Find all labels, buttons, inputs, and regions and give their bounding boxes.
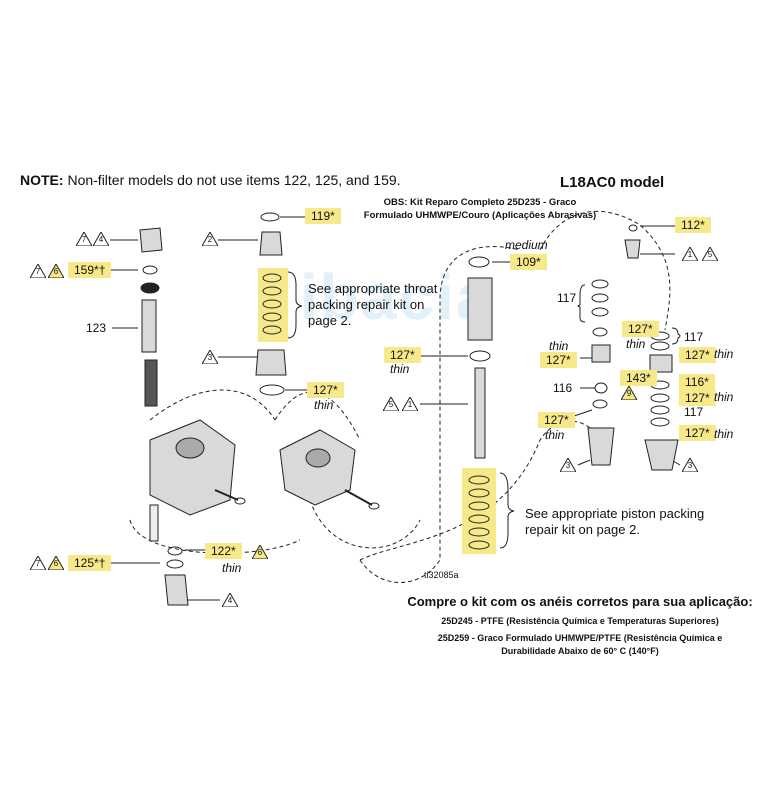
callout-127-c: 127* bbox=[622, 321, 659, 337]
piston-caption: See appropriate piston packing repair ki… bbox=[525, 506, 705, 537]
callout-116-b: 116* bbox=[679, 374, 715, 390]
obs-line2: Formulado UHMWPE/Couro (Aplicações Abras… bbox=[363, 210, 597, 221]
medium-label: medium bbox=[505, 238, 548, 252]
callout-117-a: 117 bbox=[557, 291, 577, 305]
ref-triangle: 3 bbox=[202, 350, 218, 364]
ref-triangle: 1 bbox=[682, 247, 698, 261]
ref-triangle: 6 bbox=[48, 556, 64, 570]
watermark: ibacia bbox=[300, 261, 494, 333]
callout-123: 123 bbox=[86, 321, 107, 335]
ref-triangle: 5 bbox=[702, 247, 718, 261]
ref-triangle: 2 bbox=[202, 232, 218, 246]
note: NOTE: Non-filter models do not use items… bbox=[20, 172, 401, 188]
ref-triangle: 1 bbox=[402, 397, 418, 411]
callout-119: 119* bbox=[305, 208, 341, 224]
ref-triangle: 3 bbox=[682, 458, 698, 472]
callout-125: 125*† bbox=[68, 555, 112, 571]
ref-triangle: 7 bbox=[30, 264, 46, 278]
obs-line1: OBS: Kit Reparo Completo 25D235 - Graco bbox=[383, 197, 577, 208]
callout-117-c: 117 bbox=[684, 405, 704, 419]
figure-id: ti32085a bbox=[424, 570, 459, 580]
callout-127-g: 127* bbox=[538, 412, 575, 428]
thin-label-6: thin bbox=[714, 390, 734, 404]
callout-127-d: 127* bbox=[679, 347, 716, 363]
ref-triangle: 7 bbox=[76, 232, 92, 246]
callout-117-b: 117 bbox=[684, 330, 704, 344]
callout-116-a: 116 bbox=[553, 381, 573, 395]
thin-label-2: thin bbox=[390, 362, 410, 376]
thin-label-3: thin bbox=[626, 337, 646, 351]
thin-label-8: thin bbox=[714, 427, 734, 441]
ref-triangle: 5 bbox=[383, 397, 399, 411]
callout-112: 112* bbox=[675, 217, 711, 233]
note-bold: NOTE: bbox=[20, 172, 64, 188]
ref-triangle: 4 bbox=[222, 593, 238, 607]
callout-127-h: 127* bbox=[679, 425, 716, 441]
callout-143: 143* bbox=[620, 370, 657, 386]
ref-triangle: 3 bbox=[560, 458, 576, 472]
ref-triangle: 7 bbox=[30, 556, 46, 570]
ref-triangle: 6 bbox=[48, 264, 64, 278]
thin-label-1: thin bbox=[314, 398, 334, 412]
callout-127-throat: 127* bbox=[307, 382, 344, 398]
callout-127-center: 127* bbox=[384, 347, 421, 363]
thin-label-4: thin bbox=[714, 347, 734, 361]
ref-triangle: 6 bbox=[252, 545, 268, 559]
thin-label-9: thin bbox=[222, 561, 242, 575]
kit-25d245: 25D245 - PTFE (Resistência Química e Tem… bbox=[441, 616, 719, 626]
ref-triangle: 9 bbox=[621, 386, 637, 400]
callout-109: 109* bbox=[510, 254, 547, 270]
thin-label-5: thin bbox=[549, 339, 569, 353]
thin-label-7: thin bbox=[545, 428, 565, 442]
throat-caption: See appropriate throat packing repair ki… bbox=[308, 281, 438, 328]
ref-triangle: 4 bbox=[93, 232, 109, 246]
callout-127-f: 127* bbox=[679, 390, 716, 406]
note-text: Non-filter models do not use items 122, … bbox=[67, 172, 401, 188]
purchase-title: Compre o kit com os anéis corretos para … bbox=[407, 594, 753, 609]
callout-159: 159*† bbox=[68, 262, 112, 278]
callout-122: 122* bbox=[205, 543, 242, 559]
obs-note: OBS: Kit Reparo Completo 25D235 - Graco … bbox=[330, 196, 630, 222]
kit-25d259: 25D259 - Graco Formulado UHMWPE/PTFE (Re… bbox=[437, 633, 723, 656]
callout-127-e: 127* bbox=[540, 352, 577, 368]
model-title: L18AC0 model bbox=[560, 174, 665, 191]
